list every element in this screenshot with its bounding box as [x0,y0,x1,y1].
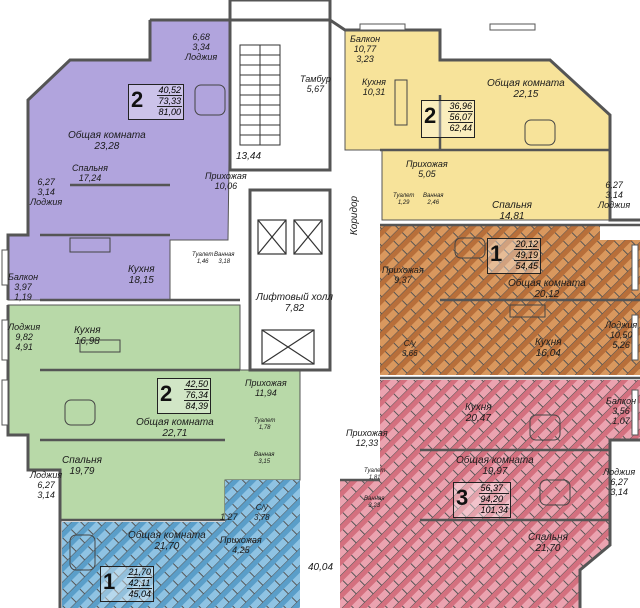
orange-living: Общая комната 20,12 [508,278,586,300]
rooms-count: 1 [103,569,116,594]
corridor-area: 40,04 [308,562,334,573]
purple-living: Общая комната 23,28 [68,130,146,152]
rooms-count: 3 [456,485,469,510]
pink-balcony: Балкон 3,56 1,07 [606,396,637,426]
apartment-orange-badge: 1 20,12 49,19 54,45 [487,238,541,274]
area-total: 56,07 [448,112,473,123]
area-total: 49,19 [514,250,539,261]
areas: 40,52 73,33 81,00 [157,85,182,117]
blue-hall: Прихожая 4,25 [220,535,262,555]
orange-su: С/у 3,66 [402,339,418,358]
areas: 36,96 56,07 62,44 [448,101,473,133]
pink-wc: Туалет 1,81 [364,468,386,481]
lift-shafts [257,219,323,365]
green-loggia-top: Лоджия 9,82 4,91 [8,322,41,352]
blue-loggia: 1,27 [220,512,238,522]
orange-hall: Прихожая 9,37 [382,265,424,285]
windows [1,23,639,436]
green-wc: Туалет 1,78 [254,418,276,431]
interior-walls [40,95,640,522]
purple-wc: Туалет 1,46 [192,252,214,265]
purple-bedroom: Спальня 17,24 [72,163,108,183]
pink-hall: Прихожая 12,33 [346,428,388,448]
furniture [64,79,571,571]
area-total: 42,11 [127,578,152,589]
staircase [239,44,281,146]
yellow-living: Общая комната 22,15 [487,78,565,100]
purple-kitchen: Кухня 18,15 [128,264,155,286]
area-full: 62,44 [449,123,472,133]
green-hall: Прихожая 11,94 [245,378,287,398]
area-full: 84,39 [185,401,208,411]
green-bath: Ванная 3,15 [254,452,275,465]
green-kitchen: Кухня 16,98 [74,325,101,347]
area-living: 42,50 [184,379,209,390]
area-full: 81,00 [158,107,181,117]
area-total: 73,33 [157,96,182,107]
yellow-kitchen: Кухня 10,31 [362,77,386,97]
purple-balcony: Балкон 3,97 1,19 [8,272,39,302]
orange-loggia: Лоджия 10,50 5,26 [605,320,638,350]
tambur: Тамбур 5,67 [300,74,331,94]
apartment-purple-badge: 2 40,52 73,33 81,00 [128,84,184,120]
areas: 20,12 49,19 54,45 [514,239,539,271]
yellow-balcony: Балкон 10,77 3,23 [350,34,381,64]
blue-su: С/у 3,78 [254,503,270,522]
lift-hall: Лифтовый холл 7,82 [256,292,333,314]
apartment-pink [340,380,640,608]
stair-area: 13,44 [236,151,262,162]
pink-kitchen: Кухня 20,47 [465,402,492,424]
areas: 56,37 94,20 101,34 [479,483,509,515]
purple-loggia-top: 6,68 3,34 Лоджия [185,32,218,62]
area-full: 45,04 [128,589,151,599]
purple-bath: Ванная 3,18 [214,252,235,265]
pink-bath: Ванная 3,23 [364,496,385,509]
area-living: 21,70 [127,567,152,578]
apartment-blue [62,480,300,608]
area-living: 36,96 [448,101,473,112]
area-total: 94,20 [479,494,509,505]
rooms-count: 2 [131,87,144,112]
area-full: 54,45 [515,261,538,271]
rooms-count: 2 [160,381,173,406]
areas: 42,50 76,34 84,39 [184,379,209,411]
area-full: 101,34 [480,505,508,515]
area-living: 56,37 [479,483,509,494]
apartment-green-badge: 2 42,50 76,34 84,39 [157,378,211,414]
green-living: Общая комната 22,71 [136,417,214,439]
apartment-blue-badge: 1 21,70 42,11 45,04 [100,566,154,602]
yellow-hall: Прихожая 5,05 [406,159,448,179]
areas: 21,70 42,11 45,04 [127,567,152,599]
green-bedroom: Спальня 19,79 [62,455,102,477]
rooms-count: 1 [490,241,503,266]
purple-hall: Прихожая 10,06 [205,171,247,191]
apartment-yellow-badge: 2 36,96 56,07 62,44 [421,100,475,138]
area-total: 76,34 [184,390,209,401]
yellow-loggia: 6,27 3,14 Лоджия [598,180,631,210]
yellow-bath: Ванная 2,46 [423,193,444,206]
yellow-bedroom: Спальня 14,81 [492,200,532,222]
pink-loggia: Лоджия 6,27 3,14 [603,467,636,497]
rooms-count: 2 [424,103,437,128]
area-living: 40,52 [157,85,182,96]
green-loggia-bottom: Лоджия 6,27 3,14 [30,470,63,500]
purple-loggia-left: 6,27 3,14 Лоджия [30,177,63,207]
corridor-label: Коридор [349,195,361,236]
blue-living: Общая комната 21,70 [128,530,206,552]
area-living: 20,12 [514,239,539,250]
yellow-wc: Туалет 1,29 [393,193,415,206]
pink-living: Общая комната 19,97 [456,455,534,477]
pink-bedroom: Спальня 21,70 [528,532,568,554]
apartment-pink-badge: 3 56,37 94,20 101,34 [453,482,511,518]
orange-kitchen: Кухня 16,04 [535,337,562,359]
